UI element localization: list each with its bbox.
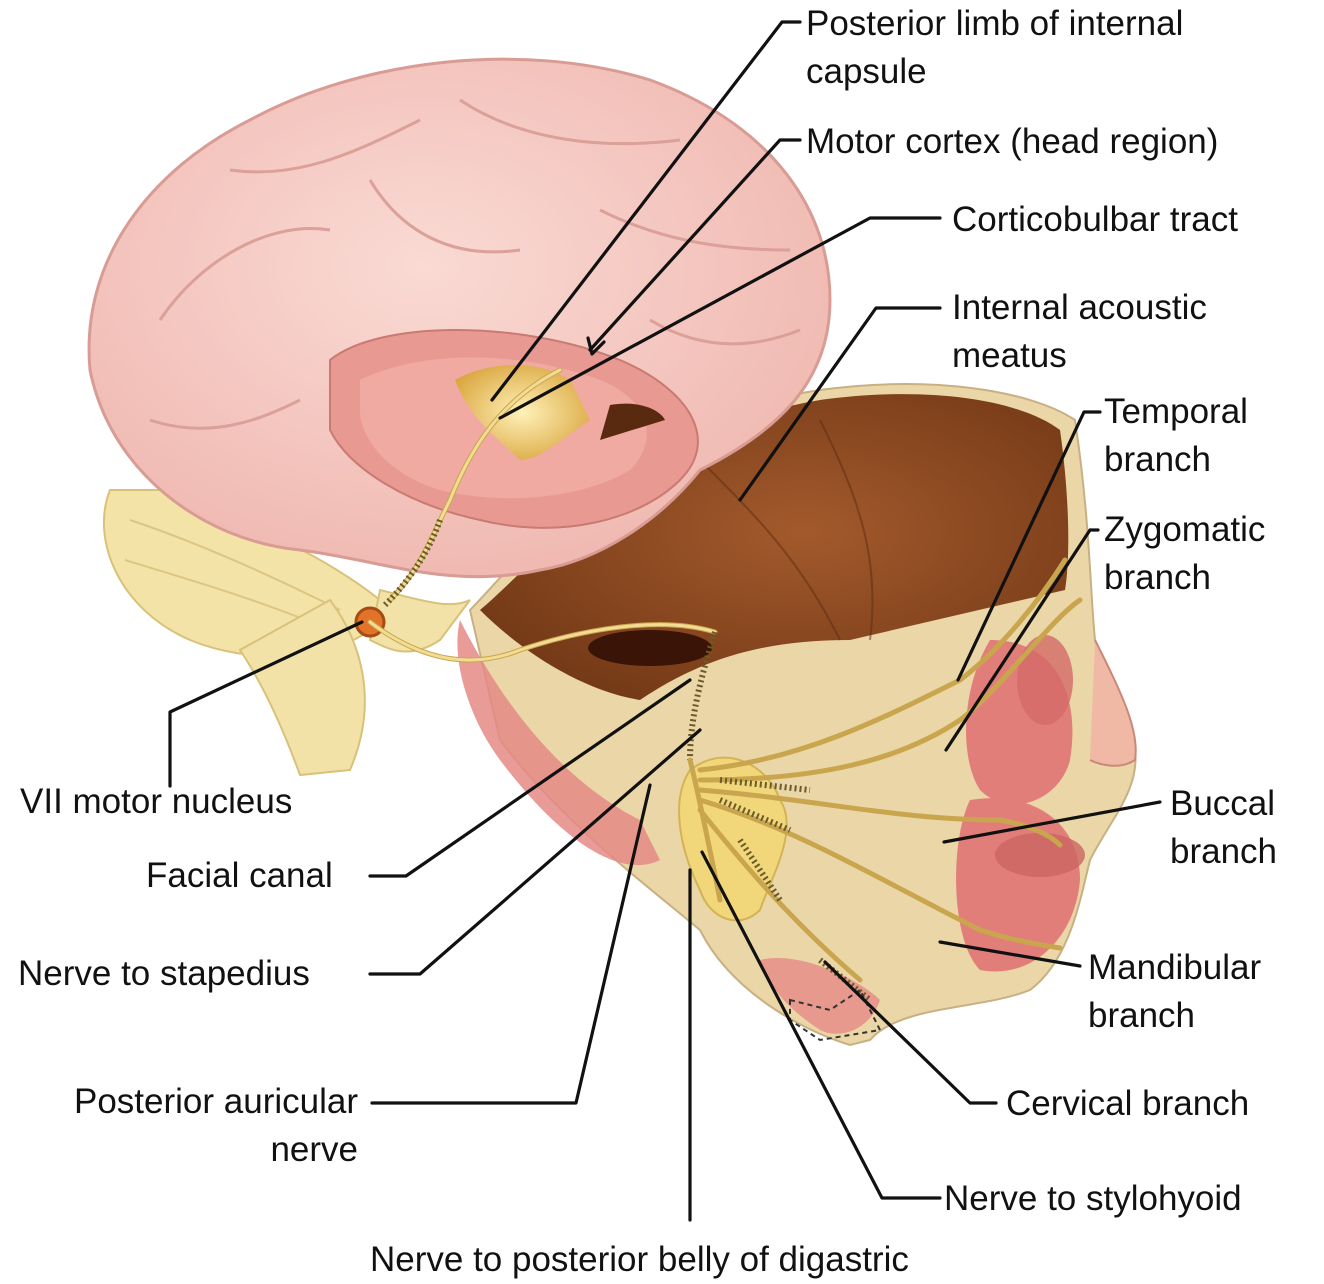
label-buccal-branch: Buccal branch [1170, 780, 1310, 876]
label-vii-motor-nucleus: VII motor nucleus [20, 778, 292, 825]
label-facial-canal: Facial canal [146, 852, 333, 899]
label-posterior-limb: Posterior limb of internal capsule [806, 0, 1266, 96]
label-cervical-branch: Cervical branch [1006, 1080, 1249, 1127]
label-nerve-to-stylohyoid: Nerve to stylohyoid [944, 1175, 1242, 1222]
label-nerve-to-stapedius: Nerve to stapedius [18, 950, 310, 997]
label-posterior-auricular-nerve: Posterior auricular nerve [18, 1078, 358, 1174]
label-motor-cortex: Motor cortex (head region) [806, 118, 1218, 165]
label-zygomatic-branch: Zygomatic branch [1104, 506, 1314, 602]
label-nerve-to-digastric: Nerve to posterior belly of digastric [370, 1236, 909, 1283]
label-temporal-branch: Temporal branch [1104, 388, 1304, 484]
label-mandibular-branch: Mandibular branch [1088, 944, 1308, 1040]
label-corticobulbar-tract: Corticobulbar tract [952, 196, 1238, 243]
label-internal-acoustic-meatus: Internal acoustic meatus [952, 284, 1272, 380]
